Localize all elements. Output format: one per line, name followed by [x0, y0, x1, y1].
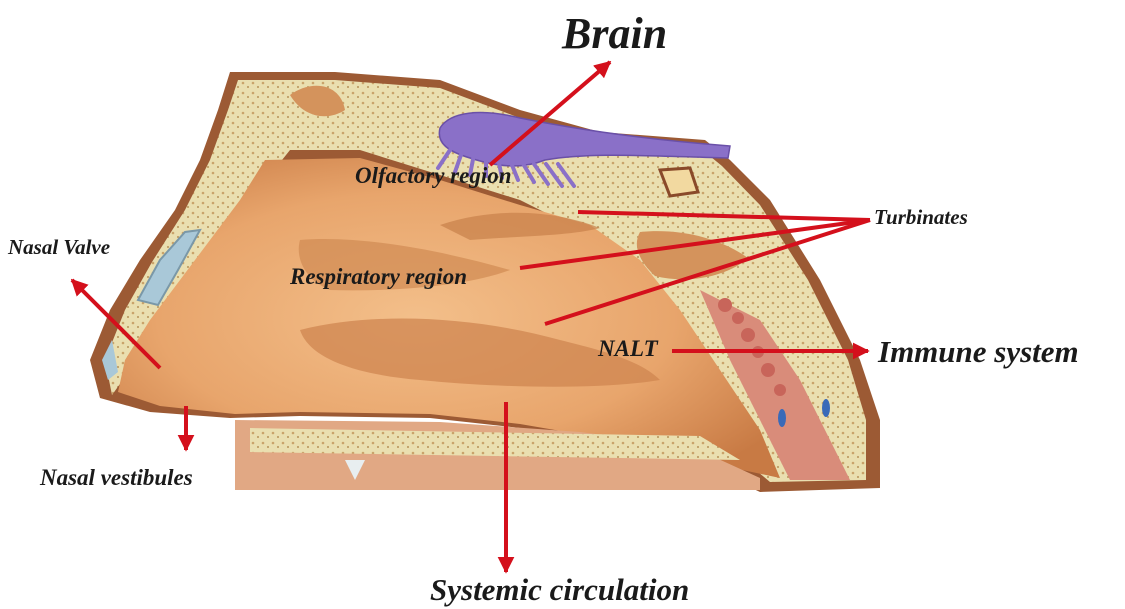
olfactory-region-label: Olfactory region	[355, 164, 512, 187]
nalt-label: NALT	[598, 337, 658, 360]
nasal-valve-label: Nasal Valve	[8, 237, 110, 258]
systemic-circulation-label: Systemic circulation	[430, 574, 689, 605]
respiratory-region-label: Respiratory region	[290, 265, 467, 288]
nasal-vestibules-label: Nasal vestibules	[40, 466, 193, 489]
brain-label: Brain	[562, 12, 667, 56]
immune-system-label: Immune system	[878, 336, 1079, 367]
turbinates-label: Turbinates	[874, 207, 968, 228]
